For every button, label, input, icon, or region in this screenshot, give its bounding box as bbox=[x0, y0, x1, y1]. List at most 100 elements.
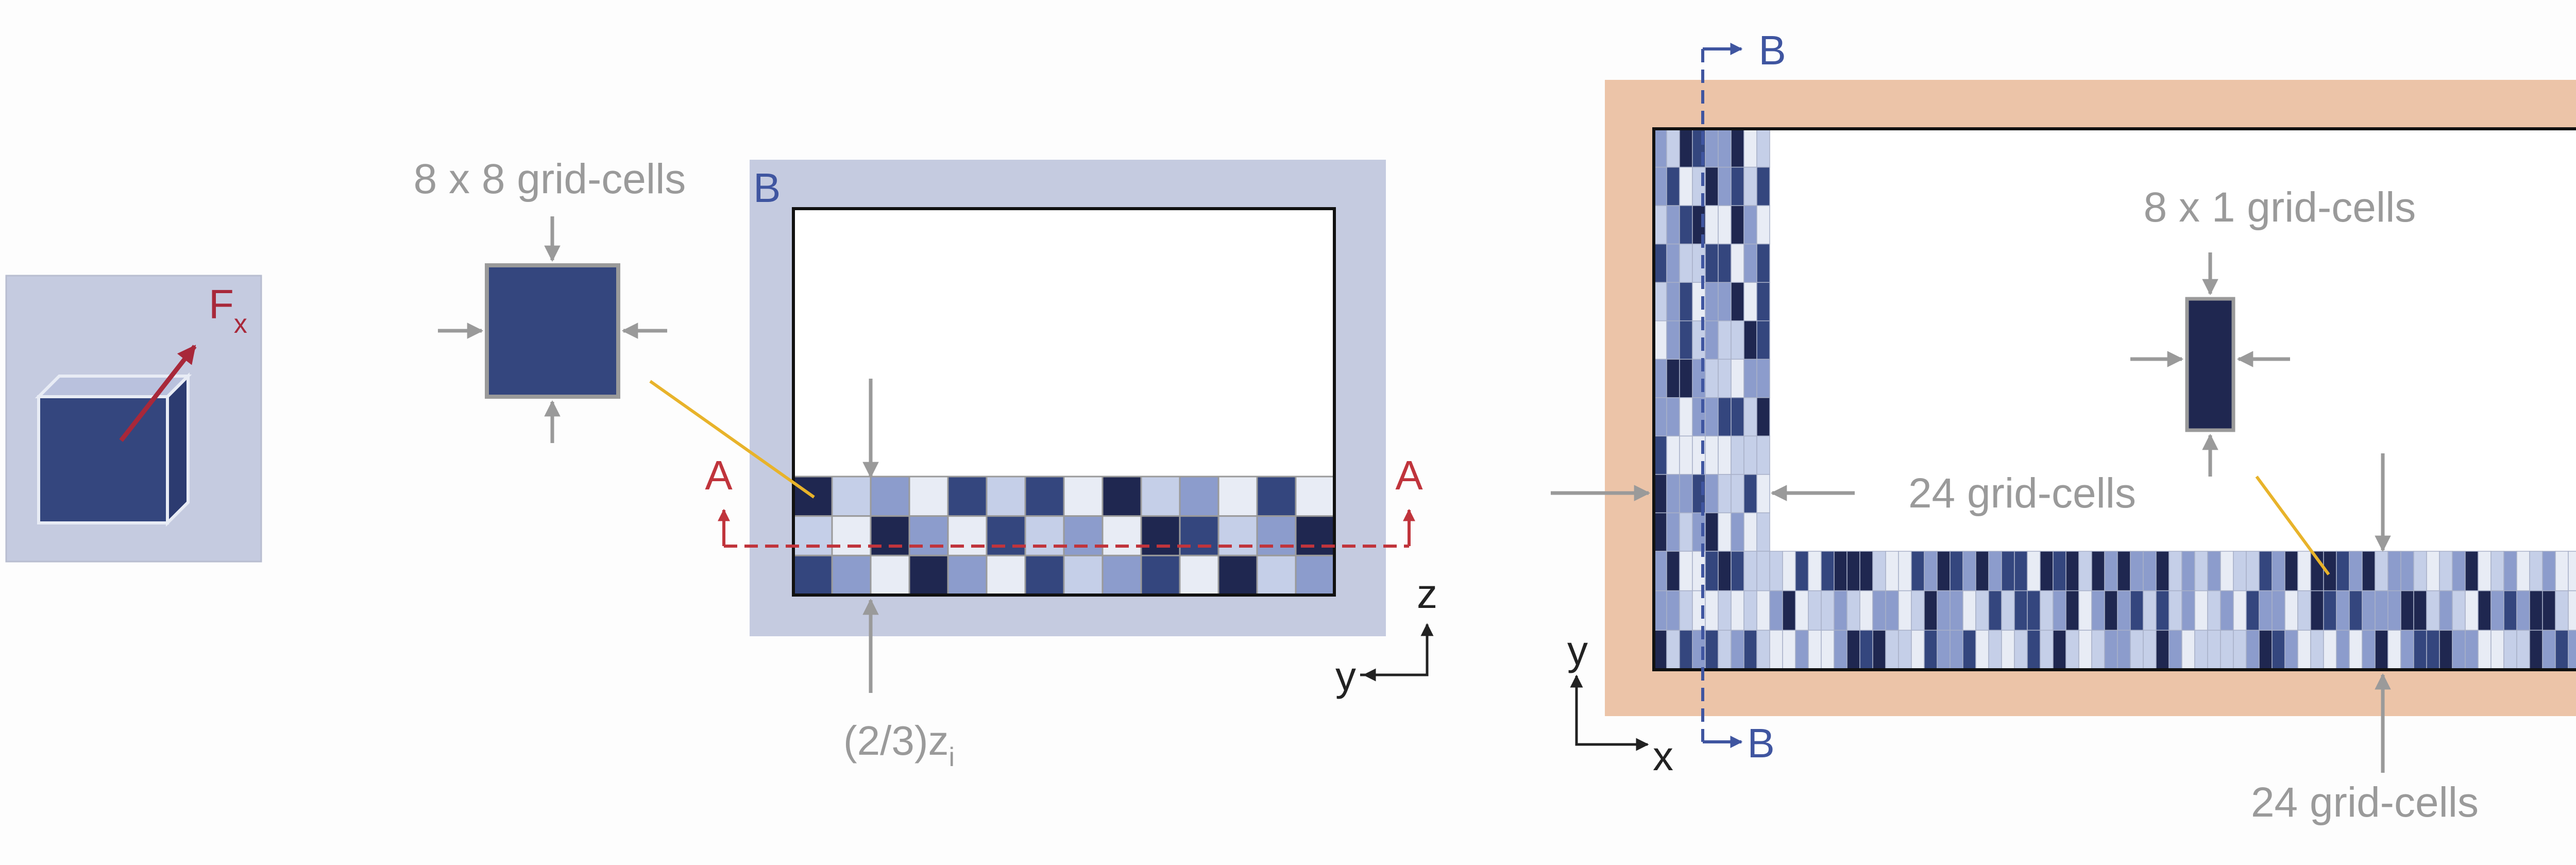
grid-cell bbox=[2053, 551, 2066, 591]
grid-cell bbox=[1950, 630, 1963, 670]
grid-cell bbox=[1782, 590, 1796, 631]
grid-cell bbox=[2568, 590, 2576, 631]
grid-cell bbox=[2014, 590, 2028, 631]
grid-cell bbox=[1731, 512, 1744, 552]
grid-cell bbox=[2375, 590, 2388, 631]
grid-cell bbox=[2555, 630, 2569, 670]
grid-cell bbox=[1063, 476, 1104, 517]
cell-label-8x8: 8 x 8 grid-cells bbox=[414, 156, 686, 202]
grid-cell bbox=[1756, 128, 1770, 168]
grid-cell bbox=[1756, 243, 1770, 283]
grid-cell bbox=[2104, 551, 2118, 591]
grid-cell bbox=[1179, 476, 1219, 517]
grid-cell bbox=[1872, 630, 1886, 670]
grid-cell bbox=[1705, 397, 1719, 437]
grid-cell bbox=[2246, 630, 2260, 670]
grid-cell bbox=[1217, 476, 1258, 517]
grid-cell bbox=[1653, 551, 1667, 591]
grid-cell bbox=[2156, 630, 2170, 670]
grid-cell bbox=[2040, 630, 2054, 670]
grid-cell bbox=[1666, 128, 1680, 168]
grid-cell bbox=[1731, 474, 1744, 514]
grid-cell bbox=[1950, 551, 1963, 591]
grid-cell bbox=[1808, 630, 1822, 670]
grid-cell bbox=[1898, 590, 1912, 631]
grid-cell bbox=[2439, 551, 2453, 591]
grid-cell bbox=[1666, 205, 1680, 245]
grid-cell bbox=[1731, 630, 1744, 670]
grid-cell bbox=[1705, 551, 1719, 591]
grid-cell bbox=[2272, 630, 2285, 670]
grid-cell bbox=[1988, 590, 2002, 631]
grid-cell bbox=[2362, 551, 2376, 591]
grid-cell bbox=[1846, 590, 1860, 631]
grid-cell bbox=[1743, 512, 1757, 552]
grid-cell bbox=[1743, 474, 1757, 514]
grid-cell bbox=[2542, 551, 2556, 591]
grid-cell bbox=[1679, 397, 1693, 437]
grid-cell bbox=[1217, 554, 1258, 596]
grid-cell bbox=[2014, 630, 2028, 670]
grid-cell bbox=[1718, 359, 1732, 398]
grid-cell bbox=[1962, 590, 1976, 631]
grid-cell bbox=[1295, 476, 1335, 517]
grid-cell bbox=[1705, 128, 1719, 168]
grid-cell bbox=[1666, 474, 1680, 514]
grid-cell bbox=[1988, 551, 2002, 591]
grid-cell bbox=[1975, 630, 1989, 670]
grid-cell bbox=[908, 554, 949, 596]
grid-cell bbox=[1666, 282, 1680, 321]
grid-cell bbox=[2555, 551, 2569, 591]
grid-cell bbox=[2400, 551, 2414, 591]
grid-cell bbox=[2130, 551, 2144, 591]
grid-cell bbox=[1653, 359, 1667, 398]
grid-cell bbox=[1756, 320, 1770, 360]
grid-cell bbox=[1782, 630, 1796, 670]
grid-cell bbox=[1743, 282, 1757, 321]
grid-cell bbox=[1679, 359, 1693, 398]
grid-cell bbox=[2027, 630, 2041, 670]
grid-cell bbox=[2272, 590, 2285, 631]
grid-cell bbox=[2117, 590, 2131, 631]
grid-cell bbox=[1795, 630, 1809, 670]
grid-cell bbox=[1653, 205, 1667, 245]
grid-cell bbox=[2040, 590, 2054, 631]
grid-cell bbox=[1101, 515, 1142, 556]
grid-cell bbox=[2130, 590, 2144, 631]
grid-cell bbox=[2027, 551, 2041, 591]
grid-cell bbox=[2053, 590, 2066, 631]
grid-cell bbox=[2516, 590, 2530, 631]
grid-cell bbox=[2117, 551, 2131, 591]
grid-cell bbox=[2143, 630, 2157, 670]
grid-cell bbox=[1731, 397, 1744, 437]
axes-xy: y x bbox=[1567, 627, 1673, 779]
grid-cell bbox=[2284, 590, 2298, 631]
grid-cell bbox=[1743, 205, 1757, 245]
axis-label-z: z bbox=[1417, 571, 1437, 617]
grid-cell bbox=[2400, 630, 2414, 670]
grid-cell bbox=[1937, 551, 1951, 591]
grid-cell bbox=[1859, 590, 1873, 631]
grid-cell bbox=[2130, 630, 2144, 670]
grid-cell bbox=[986, 476, 1026, 517]
axis-label-y: y bbox=[1335, 653, 1356, 699]
section-b-bottom-label: B bbox=[1747, 720, 1774, 766]
grid-cell bbox=[1718, 630, 1732, 670]
grid-cell bbox=[2091, 630, 2105, 670]
grid-cell bbox=[2246, 551, 2260, 591]
grid-cell bbox=[2065, 630, 2079, 670]
grid-cell bbox=[2233, 630, 2247, 670]
grid-cell bbox=[2490, 630, 2504, 670]
grid-cell bbox=[2413, 630, 2427, 670]
leader-line-a bbox=[2255, 476, 2330, 575]
grid-cell bbox=[1743, 630, 1757, 670]
grid-cell bbox=[1718, 282, 1732, 321]
grid-cell bbox=[1679, 435, 1693, 475]
grid-cell bbox=[2194, 630, 2208, 670]
grid-cell bbox=[1962, 630, 1976, 670]
grid-cell bbox=[1731, 205, 1744, 245]
grid-cell bbox=[1821, 590, 1835, 631]
grid-cell bbox=[1731, 128, 1744, 168]
grid-cell bbox=[947, 554, 988, 596]
